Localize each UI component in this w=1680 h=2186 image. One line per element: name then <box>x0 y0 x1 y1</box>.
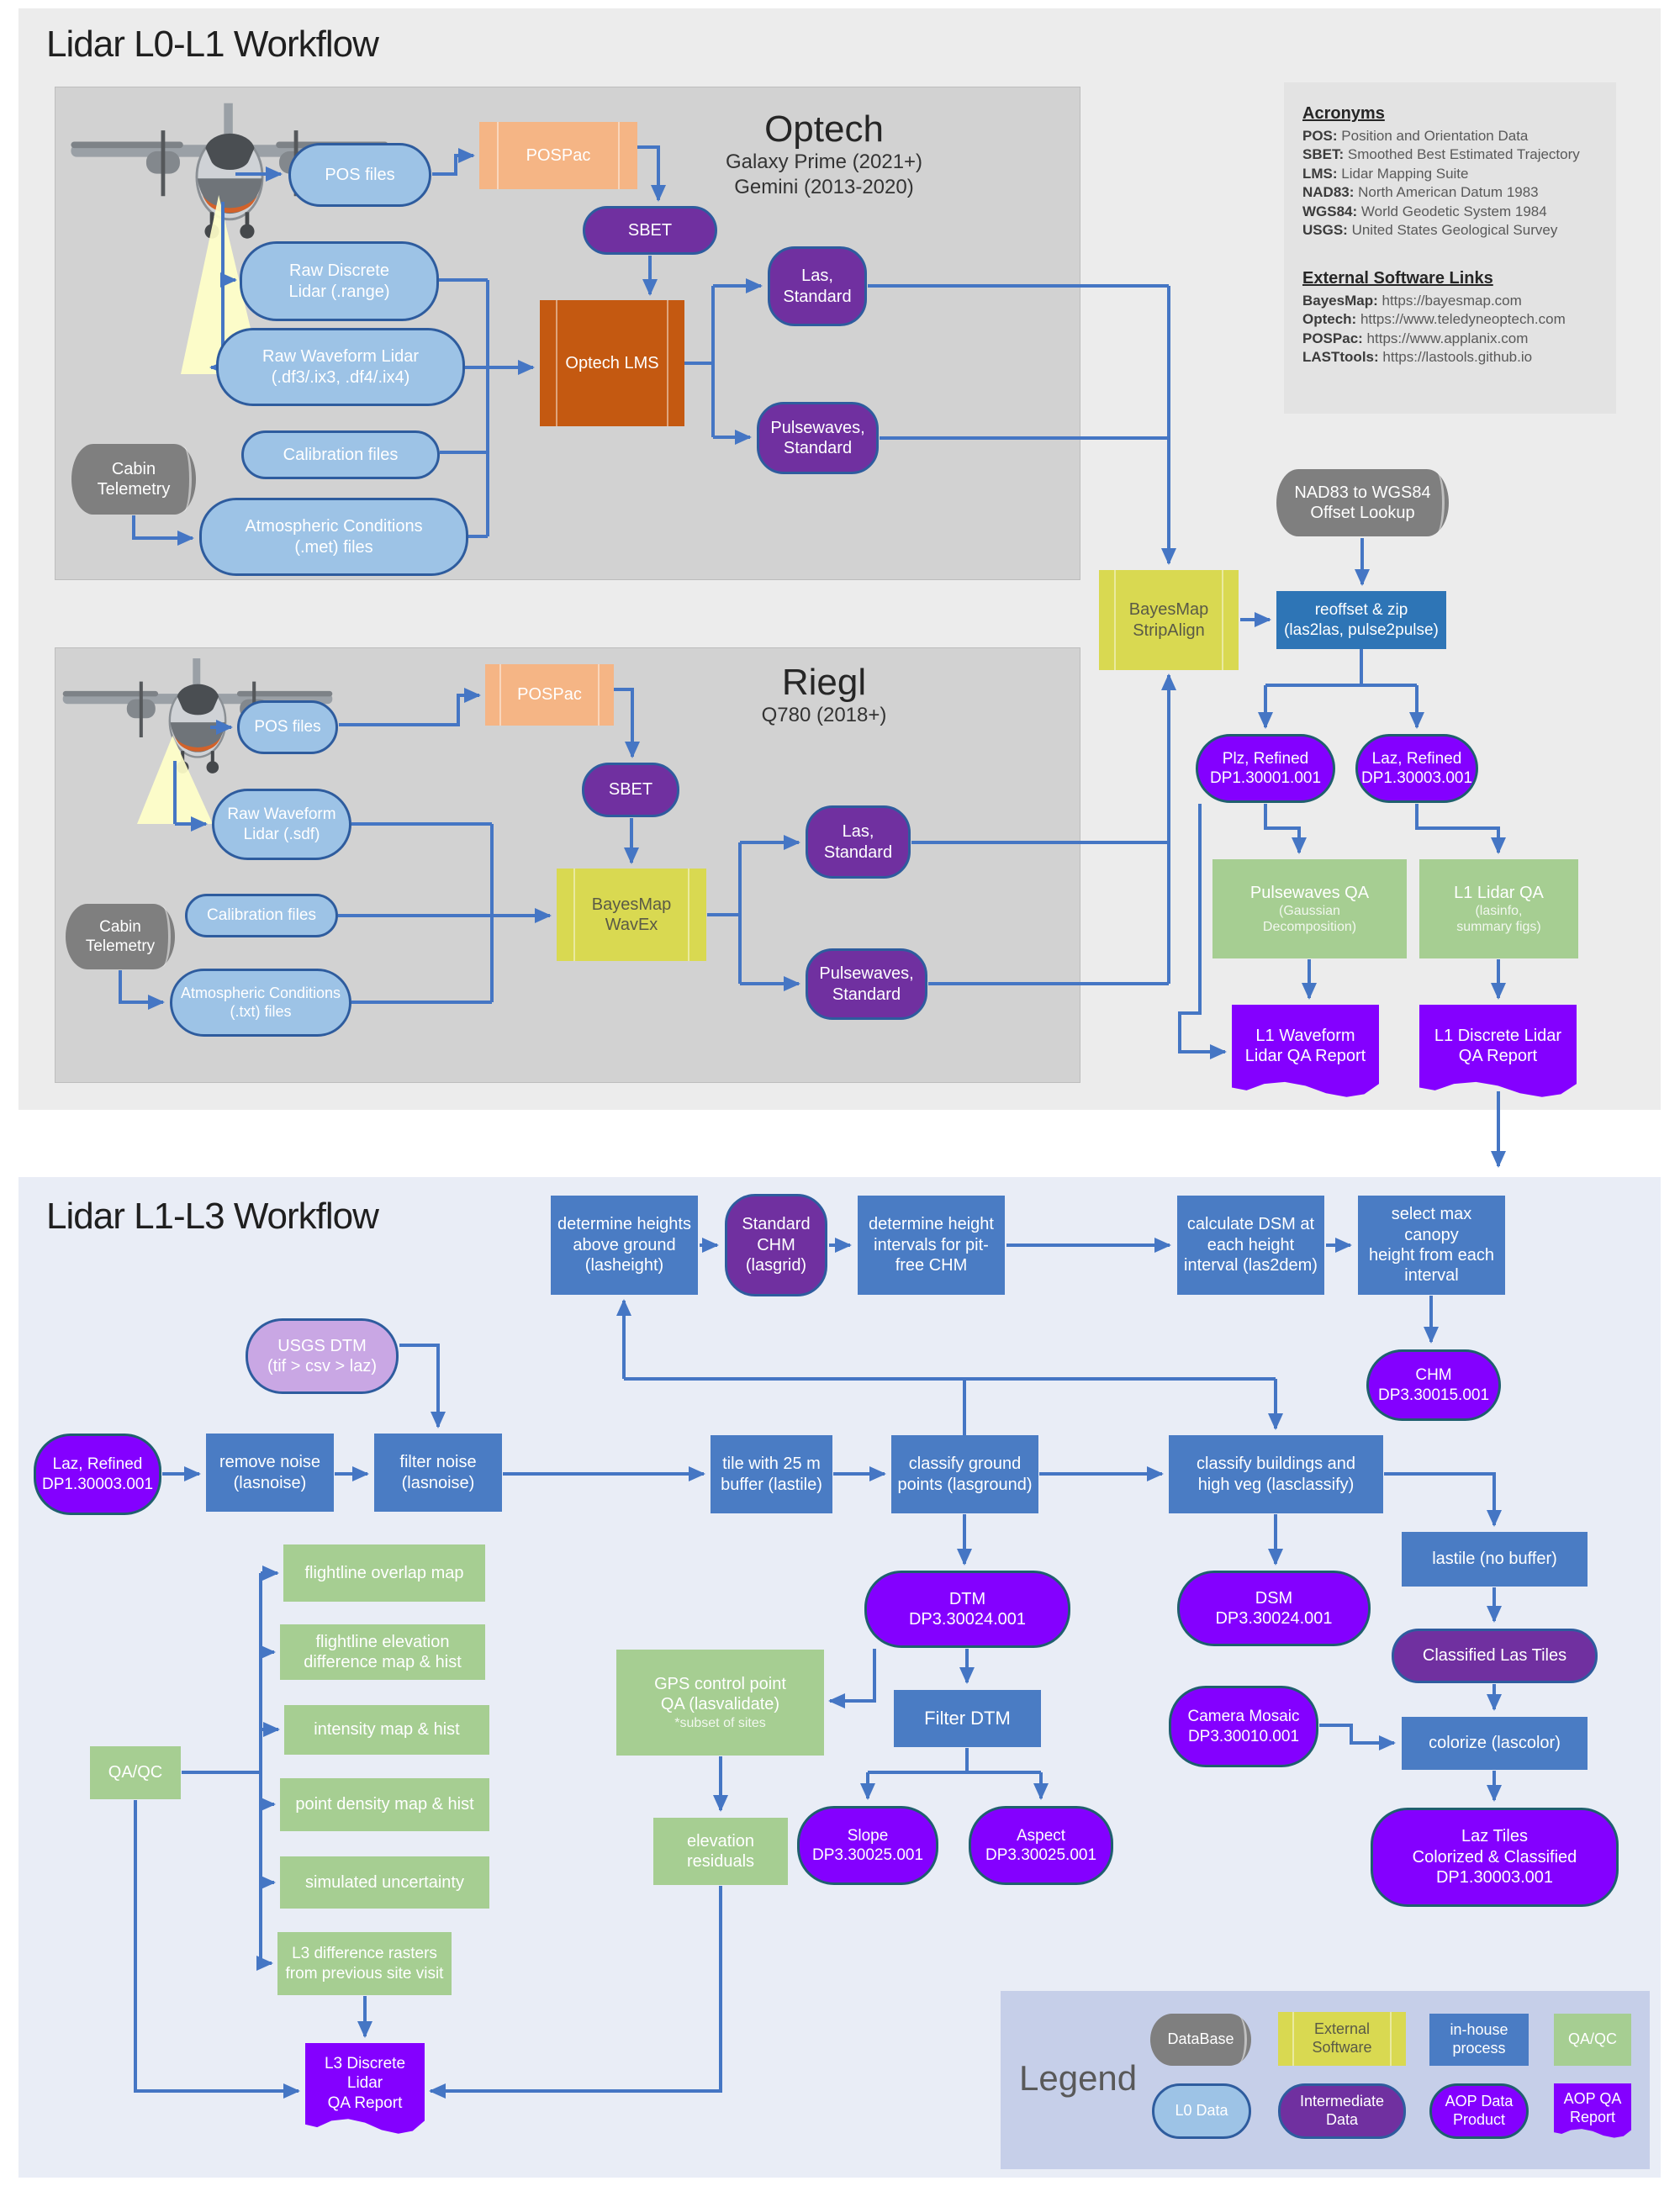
node-laz-refined-input: Laz, Refined DP1.30003.001 <box>34 1434 161 1515</box>
node-gps-control-qa: GPS control point QA (lasvalidate) *subs… <box>616 1650 824 1756</box>
info-panel: Acronyms POS: Position and Orientation D… <box>1284 82 1616 414</box>
node-remove-noise: remove noise (lasnoise) <box>206 1434 334 1512</box>
node-l1-discrete-report: L1 Discrete Lidar QA Report <box>1419 1005 1577 1097</box>
node-las-standard-riegl: Las, Standard <box>806 805 911 879</box>
node-intensity-map: intensity map & hist <box>284 1705 489 1755</box>
node-raw-discrete: Raw Discrete Lidar (.range) <box>240 241 439 321</box>
node-classify-buildings: classify buildings and high veg (lasclas… <box>1169 1435 1383 1513</box>
node-pos-files-riegl: POS files <box>237 700 338 754</box>
node-l3-discrete-report: L3 Discrete Lidar QA Report <box>305 2043 425 2134</box>
node-tile-buffer: tile with 25 m buffer (lastile) <box>711 1435 832 1513</box>
l1l3-title: Lidar L1-L3 Workflow <box>46 1196 379 1237</box>
node-las-standard: Las, Standard <box>768 246 867 326</box>
node-atmospheric: Atmospheric Conditions (.met) files <box>199 498 468 576</box>
legend-aop-data-product: AOP Data Product <box>1429 2083 1529 2139</box>
node-plz-refined: Plz, Refined DP1.30001.001 <box>1196 734 1335 803</box>
legend-database: DataBase <box>1150 2014 1251 2066</box>
node-l1-lidar-qa: L1 Lidar QA (lasinfo, summary figs) <box>1419 859 1578 958</box>
link-item: POSPac: https://www.applanix.com <box>1302 330 1529 346</box>
link-item: LASTtools: https://lastools.github.io <box>1302 348 1533 365</box>
node-pulsewaves-standard: Pulsewaves, Standard <box>757 402 879 474</box>
node-classify-ground: classify ground points (lasground) <box>891 1435 1038 1513</box>
node-sbet: SBET <box>583 206 717 255</box>
node-nad83-lookup: NAD83 to WGS84 Offset Lookup <box>1276 469 1449 536</box>
node-pospac: POSPac <box>479 122 637 189</box>
node-simulated-uncertainty: simulated uncertainty <box>280 1856 489 1909</box>
node-camera-mosaic: Camera Mosaic DP3.30010.001 <box>1169 1686 1318 1767</box>
legend-title: Legend <box>1019 2058 1138 2098</box>
acronym-item: SBET: Smoothed Best Estimated Trajectory <box>1302 146 1580 163</box>
node-flightline-overlap: flightline overlap map <box>283 1544 485 1602</box>
node-laz-tiles-colorized: Laz Tiles Colorized & Classified DP1.300… <box>1371 1808 1619 1907</box>
node-pulsewaves-qa: Pulsewaves QA (Gaussian Decomposition) <box>1212 859 1407 958</box>
acronym-item: NAD83: North American Datum 1983 <box>1302 184 1539 201</box>
acronyms-title: Acronyms <box>1302 104 1385 123</box>
node-raw-waveform: Raw Waveform Lidar (.df3/.ix3, .df4/.ix4… <box>216 328 465 406</box>
node-optech-lms: Optech LMS <box>540 300 684 426</box>
node-pos-files: POS files <box>288 143 431 207</box>
legend-inhouse-process: in-house process <box>1429 2014 1529 2066</box>
acronym-item: WGS84: World Geodetic System 1984 <box>1302 203 1547 219</box>
node-cabin-telemetry-riegl: Cabin Telemetry <box>66 904 175 969</box>
legend-external-software: External Software <box>1278 2012 1406 2066</box>
node-standard-chm: Standard CHM (lasgrid) <box>725 1194 827 1296</box>
node-select-max-canopy: select max canopy height from each inter… <box>1358 1196 1505 1295</box>
node-laz-refined: Laz, Refined DP1.30003.001 <box>1355 734 1478 803</box>
node-usgs-dtm: USGS DTM (tif > csv > laz) <box>246 1318 399 1394</box>
node-filter-noise: filter noise (lasnoise) <box>374 1434 502 1512</box>
node-flightline-elevation: flightline elevation difference map & hi… <box>280 1624 485 1680</box>
node-pospac-riegl: POSPac <box>485 664 614 726</box>
node-reoffset-zip: reoffset & zip (las2las, pulse2pulse) <box>1276 591 1446 649</box>
node-filter-dtm: Filter DTM <box>894 1690 1041 1747</box>
node-determine-intervals: determine height intervals for pit- free… <box>858 1196 1005 1295</box>
node-slope-product: Slope DP3.30025.001 <box>797 1806 938 1885</box>
legend-aop-qa-report: AOP QA Report <box>1554 2083 1631 2138</box>
node-bayesmap-stripalign: BayesMap StripAlign <box>1099 570 1239 670</box>
acronym-item: USGS: United States Geological Survey <box>1302 222 1558 239</box>
acronym-item: POS: Position and Orientation Data <box>1302 128 1529 144</box>
node-calibration-riegl: Calibration files <box>185 894 338 937</box>
node-l3-difference-rasters: L3 difference rasters from previous site… <box>277 1932 452 1995</box>
node-elevation-residuals: elevation residuals <box>653 1818 788 1885</box>
node-lastile-no-buffer: lastile (no buffer) <box>1402 1532 1588 1587</box>
legend-qaqc: QA/QC <box>1554 2014 1631 2066</box>
node-calibration: Calibration files <box>241 430 440 479</box>
node-calculate-dsm: calculate DSM at each height interval (l… <box>1177 1196 1324 1295</box>
node-classified-las-tiles: Classified Las Tiles <box>1392 1629 1598 1683</box>
node-aspect-product: Aspect DP3.30025.001 <box>969 1806 1113 1885</box>
acronym-item: LMS: Lidar Mapping Suite <box>1302 165 1469 182</box>
node-raw-waveform-riegl: Raw Waveform Lidar (.sdf) <box>212 789 351 860</box>
legend-l0-data: L0 Data <box>1152 2083 1251 2139</box>
node-determine-heights: determine heights above ground (lasheigh… <box>551 1196 698 1295</box>
link-item: Optech: https://www.teledyneoptech.com <box>1302 311 1566 328</box>
legend-intermediate-data: Intermediate Data <box>1278 2083 1406 2139</box>
node-colorize: colorize (lascolor) <box>1402 1717 1588 1770</box>
node-qaqc: QA/QC <box>90 1746 181 1799</box>
node-chm-product: CHM DP3.30015.001 <box>1366 1349 1501 1421</box>
node-dtm-product: DTM DP3.30024.001 <box>864 1571 1070 1648</box>
node-cabin-telemetry: Cabin Telemetry <box>71 444 196 515</box>
node-l1-waveform-report: L1 Waveform Lidar QA Report <box>1232 1005 1379 1097</box>
node-atmospheric-riegl: Atmospheric Conditions (.txt) files <box>170 969 351 1037</box>
node-sbet-riegl: SBET <box>582 763 679 817</box>
node-bayesmap-wavex: BayesMap WavEx <box>557 869 706 961</box>
link-item: BayesMap: https://bayesmap.com <box>1302 292 1522 309</box>
node-dsm-product: DSM DP3.30024.001 <box>1177 1571 1371 1646</box>
links-title: External Software Links <box>1302 268 1493 288</box>
node-pulsewaves-standard-riegl: Pulsewaves, Standard <box>806 948 927 1020</box>
node-point-density: point density map & hist <box>280 1778 489 1831</box>
l0l1-title: Lidar L0-L1 Workflow <box>46 24 379 65</box>
